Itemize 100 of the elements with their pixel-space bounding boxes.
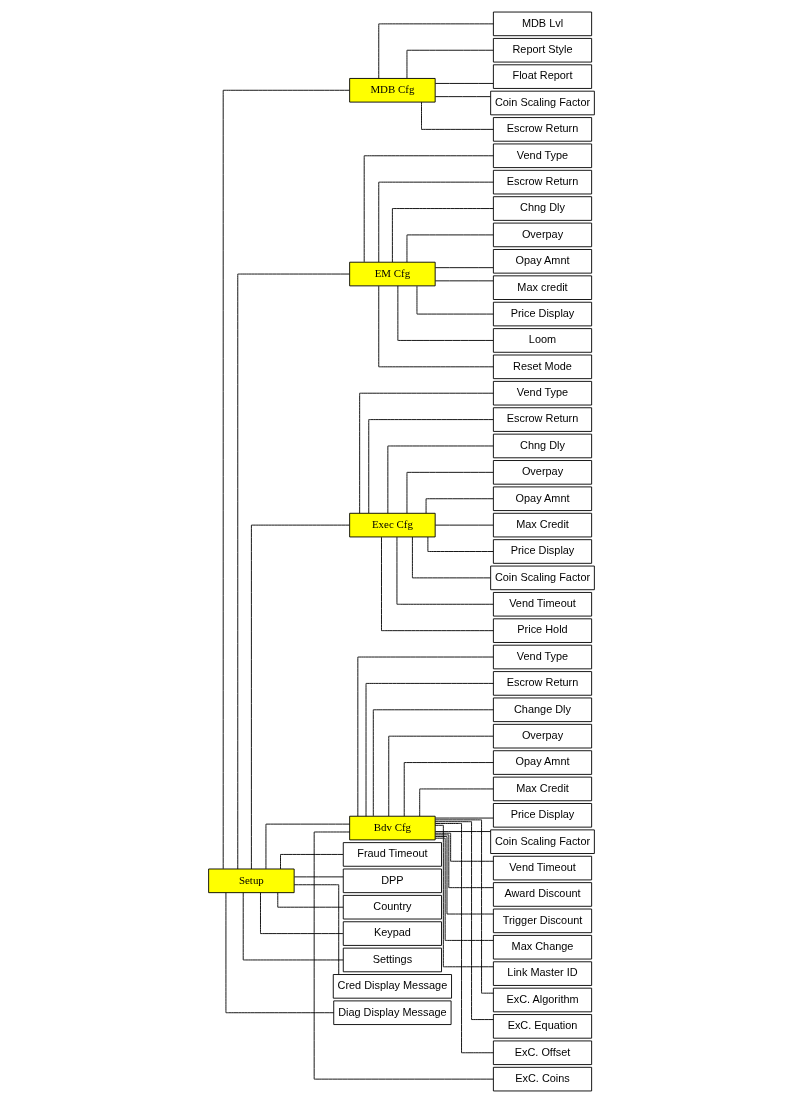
connector — [434, 817, 494, 819]
node-box: Link Master ID — [492, 961, 593, 986]
connector — [406, 49, 494, 79]
node-box: Overpay — [492, 723, 593, 749]
node-box: Fraud Timeout — [342, 842, 442, 867]
connector — [425, 498, 494, 514]
node-box: Exec Cfg — [349, 512, 436, 538]
node-box: Coin Scaling Factor — [490, 90, 595, 116]
node-box: Escrow Return — [492, 407, 593, 432]
connector — [434, 823, 494, 1054]
connector — [387, 445, 494, 514]
connector — [260, 892, 344, 935]
connector — [357, 656, 494, 817]
connector — [434, 267, 494, 269]
connector — [434, 524, 494, 526]
node-box: ExC. Algorithm — [492, 987, 593, 1013]
connector — [434, 96, 491, 98]
node-box: Escrow Return — [492, 117, 593, 142]
node-box: Loom — [492, 328, 593, 353]
connector — [391, 208, 494, 263]
connector — [277, 892, 344, 908]
connector — [293, 884, 340, 975]
node-box: DPP — [342, 868, 442, 894]
connector — [434, 280, 494, 282]
connector — [365, 682, 494, 817]
node-box: Overpay — [492, 222, 593, 248]
connector — [242, 892, 344, 961]
connector — [381, 536, 494, 632]
connector — [411, 536, 491, 579]
node-box: Diag Display Message — [333, 1000, 452, 1025]
node-box: Escrow Return — [492, 169, 593, 195]
node-box: Coin Scaling Factor — [490, 565, 595, 591]
node-box: Max credit — [492, 275, 593, 300]
node-box: Cred Display Message — [332, 974, 452, 999]
node-box: Coin Scaling Factor — [490, 829, 595, 854]
node-box: Price Display — [492, 301, 593, 327]
connector — [363, 155, 494, 263]
connector — [434, 837, 494, 941]
node-box: Trigger Discount — [492, 908, 593, 934]
node-box: EM Cfg — [349, 261, 436, 287]
node-box: Bdv Cfg — [349, 815, 436, 841]
node-box: Max Credit — [492, 776, 593, 802]
node-box: Opay Amnt — [492, 486, 593, 511]
node-box: Float Report — [492, 64, 593, 89]
connector — [406, 234, 494, 263]
node-box: Price Display — [492, 539, 593, 564]
connector — [280, 854, 344, 870]
connector — [237, 273, 350, 870]
node-box: Overpay — [492, 460, 593, 485]
node-box: Change Dly — [492, 697, 593, 723]
node-box: ExC. Equation — [492, 1014, 593, 1039]
node-box: ExC. Coins — [492, 1066, 593, 1092]
connector — [434, 83, 494, 84]
node-box: MDB Lvl — [492, 11, 593, 37]
connector — [434, 832, 494, 862]
connector — [378, 285, 494, 368]
connector — [388, 735, 494, 817]
connector — [435, 834, 494, 889]
node-box: Price Display — [492, 803, 593, 828]
connector — [372, 709, 494, 817]
connector — [378, 181, 494, 263]
connector — [368, 419, 494, 514]
node-box: Vend Type — [492, 143, 593, 169]
connector — [434, 824, 494, 968]
connector — [359, 392, 494, 514]
connector — [416, 285, 494, 315]
node-box: Opay Amnt — [492, 750, 593, 775]
connector — [225, 892, 335, 1014]
connector — [250, 524, 350, 870]
connector — [378, 23, 494, 79]
node-box: Chng Dly — [492, 196, 593, 221]
node-box: Country — [342, 894, 442, 920]
node-box: Settings — [342, 947, 442, 973]
node-box: ExC. Offset — [492, 1040, 593, 1066]
node-box: MDB Cfg — [349, 78, 436, 103]
node-box: Setup — [208, 868, 295, 894]
connector — [265, 823, 351, 870]
connector — [427, 536, 494, 552]
node-box: Vend Timeout — [492, 855, 593, 881]
connector — [434, 836, 494, 915]
connector — [294, 876, 344, 878]
connector — [222, 89, 350, 870]
node-box: Keypad — [342, 921, 442, 946]
node-box: Report Style — [492, 37, 593, 63]
node-box: Vend Timeout — [492, 592, 593, 617]
connector — [313, 831, 494, 1080]
node-box: Max Credit — [492, 512, 593, 538]
connector — [419, 788, 494, 817]
node-box: Reset Mode — [492, 354, 593, 380]
node-box: Chng Dly — [492, 433, 593, 459]
node-box: Escrow Return — [492, 671, 593, 696]
node-box: Vend Type — [492, 644, 593, 670]
connector — [421, 101, 494, 130]
node-box: Max Change — [492, 934, 593, 960]
connector — [406, 471, 494, 514]
connector — [397, 285, 494, 341]
node-box: Opay Amnt — [492, 249, 593, 274]
node-box: Price Hold — [492, 618, 593, 643]
node-box: Vend Type — [492, 380, 593, 406]
connector — [403, 762, 494, 817]
